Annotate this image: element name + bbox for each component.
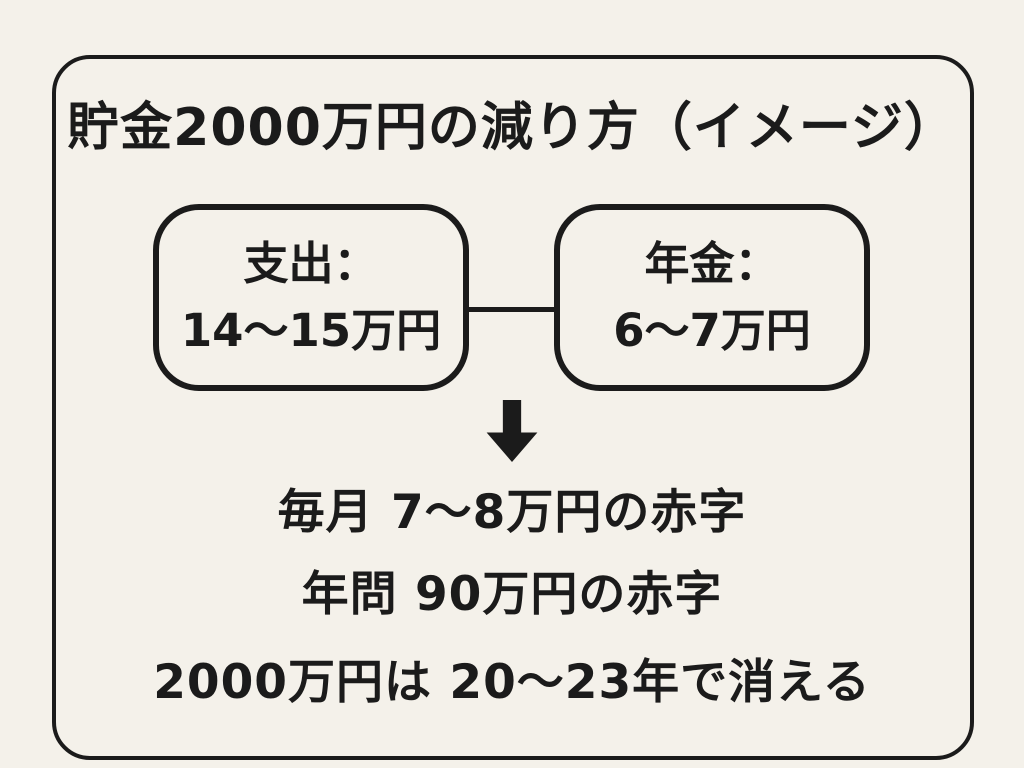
pension-box-label: 年金： xyxy=(644,237,780,291)
expense-box-label: 支出： xyxy=(243,237,379,291)
connector-line xyxy=(462,307,562,312)
down-arrow-icon xyxy=(486,400,538,462)
expense-box: 支出： 14〜15万円 xyxy=(153,204,469,391)
diagram-title: 貯金2000万円の減り方（イメージ） xyxy=(67,98,957,158)
pension-box: 年金： 6〜7万円 xyxy=(554,204,870,391)
conclusion-monthly-deficit: 毎月 7〜8万円の赤字 xyxy=(277,485,747,540)
expense-box-value: 14〜15万円 xyxy=(180,303,442,357)
conclusion-annual-deficit: 年問 90万円の赤字 xyxy=(301,567,723,622)
outer-frame xyxy=(52,55,974,760)
pension-box-value: 6〜7万円 xyxy=(613,303,811,357)
conclusion-savings-depletion: 2000万円は 20〜23年で消える xyxy=(153,655,871,710)
